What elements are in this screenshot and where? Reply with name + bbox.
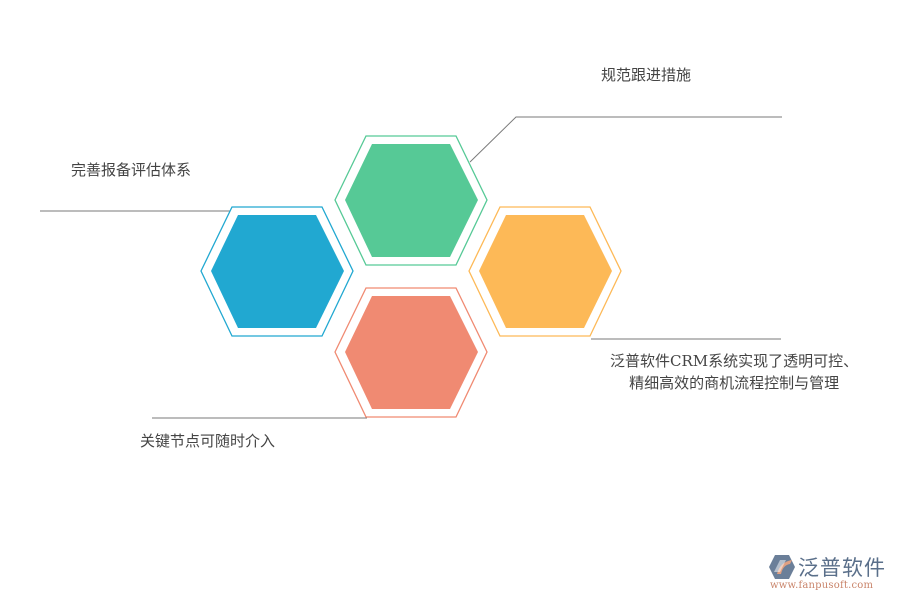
hexagon-orange-fill — [479, 215, 612, 328]
label-bottom-left: 关键节点可随时介入 — [140, 432, 276, 450]
fanpu-logo-icon — [769, 555, 795, 579]
hexagon-orange — [468, 206, 622, 337]
label-right: 泛普软件CRM系统实现了透明可控、 精细高效的商机流程控制与管理 — [610, 350, 858, 394]
hexagon-coral-fill — [345, 296, 478, 409]
brand-name: 泛普软件 — [798, 556, 886, 580]
hexagon-coral — [334, 287, 488, 418]
connector-line-top-right — [469, 116, 782, 163]
label-left: 完善报备评估体系 — [71, 161, 192, 179]
label-right-line1: 泛普软件CRM系统实现了透明可控、 — [610, 352, 859, 370]
hexagon-green — [334, 135, 488, 266]
hexagon-blue — [200, 206, 354, 337]
brand-url: www.fanpusoft.com — [770, 580, 874, 591]
label-right-line2: 精细高效的商机流程控制与管理 — [629, 374, 840, 392]
brand-logo: 泛普软件 www.fanpusoft.com — [768, 552, 893, 594]
label-top-right: 规范跟进措施 — [601, 66, 692, 84]
hexagon-green-fill — [345, 144, 478, 257]
hexagon-blue-fill — [211, 215, 344, 328]
